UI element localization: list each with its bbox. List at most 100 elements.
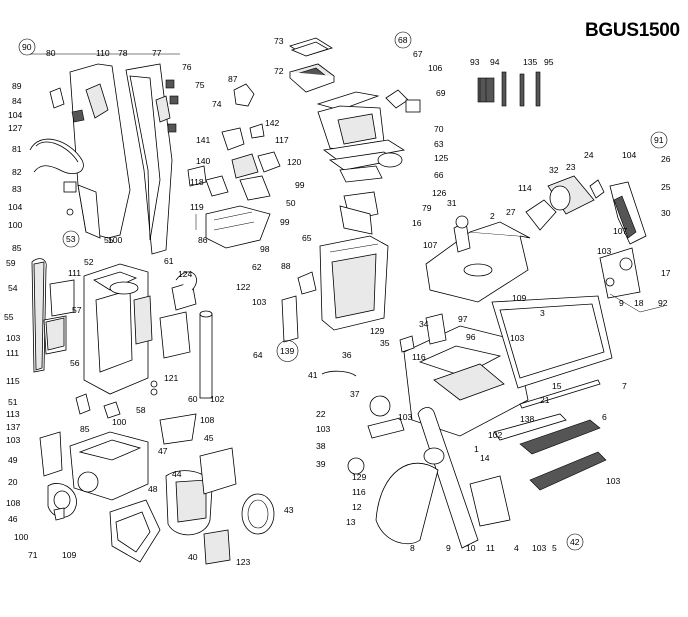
part-label-62: 62 <box>252 262 262 272</box>
part-label-8: 8 <box>410 543 415 553</box>
part-label-86: 86 <box>198 235 208 245</box>
part-label-100: 100 <box>8 220 23 230</box>
part-label-126: 126 <box>432 188 447 198</box>
part-label-34: 34 <box>419 319 429 329</box>
circle-marker-90 <box>18 38 36 56</box>
part-label-103: 103 <box>606 476 621 486</box>
small-parts-kit <box>477 71 541 107</box>
part-label-9: 9 <box>619 298 624 308</box>
part-label-15: 15 <box>552 381 562 391</box>
part-label-60: 60 <box>188 394 198 404</box>
part-label-67: 67 <box>413 49 423 59</box>
part-label-129: 129 <box>352 472 367 482</box>
part-label-109: 109 <box>62 550 77 560</box>
part-label-61: 61 <box>164 256 174 266</box>
part-label-63: 63 <box>434 139 444 149</box>
part-label-36: 36 <box>342 350 352 360</box>
part-label-107: 107 <box>423 240 438 250</box>
part-label-120: 120 <box>287 157 302 167</box>
part-label-104: 104 <box>8 110 23 120</box>
part-label-117: 117 <box>275 135 289 145</box>
part-label-50: 50 <box>286 198 296 208</box>
part-label-55: 55 <box>4 312 14 322</box>
part-label-87: 87 <box>228 74 238 84</box>
part-label-102: 102 <box>210 394 225 404</box>
part-label-56: 56 <box>70 358 80 368</box>
part-label-93: 93 <box>470 57 480 67</box>
part-label-35: 35 <box>380 338 390 348</box>
part-label-47: 47 <box>158 446 168 456</box>
part-label-5: 5 <box>552 543 557 553</box>
part-label-46: 46 <box>8 514 18 524</box>
part-label-24: 24 <box>584 150 594 160</box>
part-label-12: 12 <box>352 502 362 512</box>
part-label-118: 118 <box>190 177 204 187</box>
part-label-52: 52 <box>84 257 94 267</box>
part-label-6: 6 <box>602 412 607 422</box>
part-label-82: 82 <box>12 167 22 177</box>
part-label-140: 140 <box>196 156 211 166</box>
part-label-77: 77 <box>152 48 162 58</box>
part-label-17: 17 <box>661 268 671 278</box>
part-label-70: 70 <box>434 124 444 134</box>
part-label-20: 20 <box>8 477 18 487</box>
part-label-16: 16 <box>412 218 422 228</box>
part-label-72: 72 <box>274 66 284 76</box>
part-label-11: 11 <box>486 543 495 553</box>
part-label-139: 139 <box>280 346 295 356</box>
floor-nozzle-assembly <box>321 295 613 549</box>
part-label-27: 27 <box>506 207 516 217</box>
part-label-53: 53 <box>66 234 76 244</box>
circle-marker-68 <box>394 31 412 49</box>
part-label-141: 141 <box>196 135 211 145</box>
part-label-124: 124 <box>178 269 193 279</box>
part-label-14: 14 <box>480 453 490 463</box>
circled-reference-markers <box>18 31 668 551</box>
part-label-94: 94 <box>490 57 500 67</box>
part-label-88: 88 <box>281 261 291 271</box>
base-housing <box>425 215 531 303</box>
lower-body-parts <box>39 393 275 565</box>
part-label-71: 71 <box>28 550 38 560</box>
part-label-103: 103 <box>6 435 21 445</box>
part-label-127: 127 <box>8 123 23 133</box>
part-label-26: 26 <box>661 154 671 164</box>
part-label-40: 40 <box>188 552 198 562</box>
part-label-1: 1 <box>474 444 479 454</box>
part-label-45: 45 <box>204 433 214 443</box>
part-label-79: 79 <box>422 203 432 213</box>
part-label-2: 2 <box>490 211 495 221</box>
part-label-59: 59 <box>6 258 16 268</box>
dust-cup-assembly <box>316 89 421 331</box>
part-label-18: 18 <box>634 298 644 308</box>
part-label-115: 115 <box>6 376 20 386</box>
part-label-91: 91 <box>654 135 664 145</box>
part-label-21: 21 <box>540 395 550 405</box>
part-label-103: 103 <box>6 333 21 343</box>
part-label-31: 31 <box>447 198 457 208</box>
part-label-96: 96 <box>466 332 476 342</box>
part-label-102: 102 <box>488 430 503 440</box>
part-label-64: 64 <box>253 350 263 360</box>
part-label-85: 85 <box>80 424 90 434</box>
part-label-100: 100 <box>14 532 29 542</box>
handle-assembly <box>29 53 180 255</box>
part-label-3: 3 <box>540 308 545 318</box>
part-label-43: 43 <box>284 505 294 515</box>
part-label-123: 123 <box>236 557 251 567</box>
part-label-37: 37 <box>350 389 360 399</box>
circle-marker-91 <box>650 131 668 149</box>
part-label-113: 113 <box>6 409 20 419</box>
circle-marker-139 <box>276 340 299 362</box>
part-label-13: 13 <box>346 517 356 527</box>
part-label-78: 78 <box>118 48 128 58</box>
part-label-111: 111 <box>68 268 81 278</box>
part-label-68: 68 <box>398 35 408 45</box>
part-label-25: 25 <box>661 182 671 192</box>
part-label-51: 51 <box>8 397 18 407</box>
part-label-69: 69 <box>436 88 446 98</box>
main-body-assembly <box>31 258 213 399</box>
part-label-125: 125 <box>434 153 449 163</box>
filter-cartridges <box>289 37 335 93</box>
